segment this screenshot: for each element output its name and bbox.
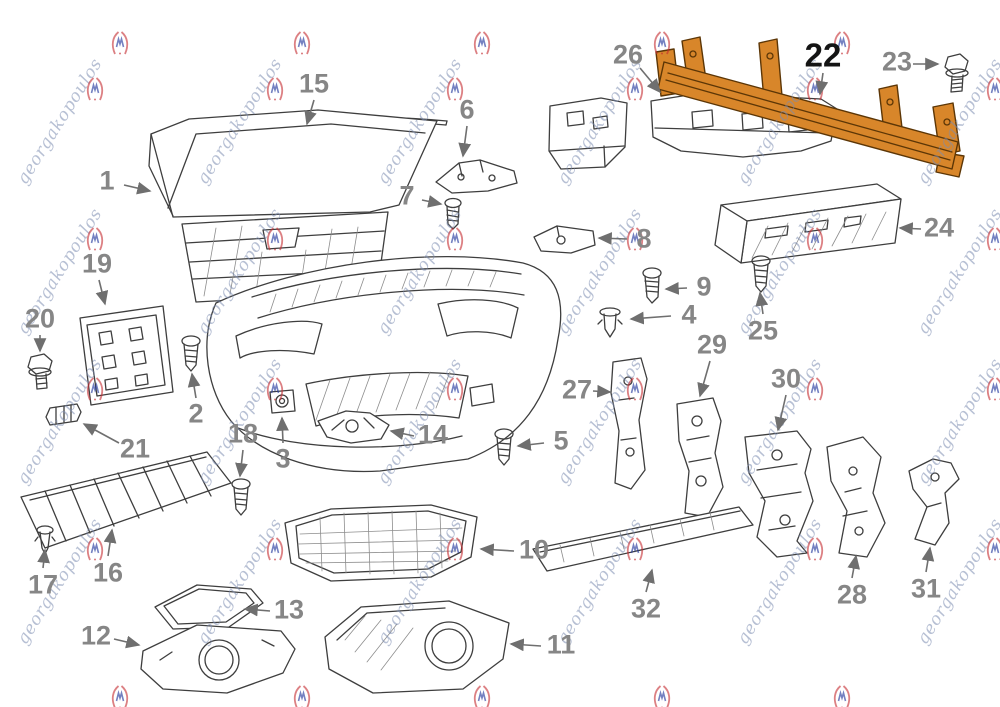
part-label-5: 5 [553, 425, 569, 456]
part-arrow-16 [103, 528, 117, 557]
part-arrow-4 [629, 311, 672, 325]
part-11-drawing [324, 600, 510, 694]
part-29-drawing [676, 397, 724, 518]
part-label-20: 20 [24, 303, 56, 334]
part-31-drawing [908, 458, 960, 546]
part-label-15: 15 [298, 68, 330, 99]
part-22-drawing [655, 36, 965, 178]
part-label-2: 2 [188, 398, 204, 429]
part-label-7: 7 [399, 180, 415, 211]
part-arrow-14 [389, 427, 415, 440]
part-arrow-3 [276, 416, 289, 444]
part-label-28: 28 [836, 579, 868, 610]
part-label-26: 26 [612, 39, 644, 70]
part-28-drawing [826, 436, 886, 558]
part-2-drawing [181, 335, 201, 372]
part-arrow-5 [516, 438, 545, 451]
part-label-22: 22 [804, 36, 842, 74]
part-arrow-32 [642, 568, 655, 593]
part-label-29: 29 [696, 329, 728, 360]
part-arrow-9 [664, 281, 688, 295]
part-label-16: 16 [92, 557, 124, 588]
part-label-32: 32 [630, 593, 662, 624]
part-label-17: 17 [27, 569, 59, 600]
part-8-drawing [533, 225, 596, 254]
part-21-drawing [45, 403, 82, 426]
part-arrow-18 [235, 449, 248, 478]
part-arrow-13 [243, 603, 271, 617]
part-label-24: 24 [923, 212, 955, 243]
part-arrow-1 [123, 181, 152, 195]
part-arrow-30 [774, 394, 788, 432]
part-arrow-25 [755, 291, 769, 315]
part-label-25: 25 [747, 315, 779, 346]
part-arrow-29 [697, 360, 711, 398]
part-4-drawing [597, 307, 623, 338]
part-12-drawing [140, 624, 296, 694]
part-label-19: 19 [81, 248, 113, 279]
part-arrow-31 [921, 546, 935, 573]
part-arrow-24 [898, 222, 922, 236]
part-label-30: 30 [770, 363, 802, 394]
part-arrow-8 [597, 232, 628, 245]
part-arrow-11 [509, 638, 542, 652]
part-arrow-17 [37, 548, 50, 569]
part-arrow-28 [847, 554, 861, 579]
part-7-drawing [444, 197, 462, 230]
part-14-drawing [317, 410, 390, 444]
part-label-18: 18 [227, 418, 259, 449]
part-arrow-7 [421, 195, 443, 208]
part-arrow-21 [82, 423, 120, 444]
part-9-drawing [642, 267, 662, 304]
part-13-drawing [154, 584, 264, 630]
part-6-drawing [435, 159, 518, 194]
part-arrow-15 [304, 99, 317, 126]
part-30-drawing [744, 430, 814, 558]
part-label-31: 31 [910, 573, 942, 604]
part-25-drawing [751, 255, 771, 293]
part-label-9: 9 [696, 271, 712, 302]
part-label-13: 13 [273, 594, 305, 625]
part-19-drawing [79, 305, 174, 406]
part-10-drawing [284, 504, 478, 582]
part-label-1: 1 [99, 165, 115, 196]
part-5-drawing [494, 428, 514, 466]
part-label-14: 14 [417, 419, 449, 450]
part-label-10: 10 [518, 534, 550, 565]
part-label-6: 6 [459, 94, 475, 125]
part-label-4: 4 [681, 299, 697, 330]
part-arrow-6 [458, 125, 472, 158]
part-arrow-10 [479, 543, 515, 557]
part-label-12: 12 [80, 620, 112, 651]
part-label-11: 11 [546, 629, 576, 660]
part-20-drawing [27, 353, 53, 390]
part-label-23: 23 [881, 46, 913, 77]
part-arrow-26 [639, 67, 662, 94]
part-arrow-19 [95, 279, 109, 306]
part-arrow-27 [592, 384, 612, 398]
part-label-8: 8 [636, 223, 652, 254]
part-23-drawing [944, 53, 969, 93]
part-label-27: 27 [561, 374, 593, 405]
part-label-3: 3 [275, 443, 291, 474]
part-arrow-2 [187, 372, 201, 399]
part-arrow-12 [113, 635, 141, 649]
bumper-cover-drawing [206, 255, 562, 473]
part-label-21: 21 [119, 433, 151, 464]
part-18-drawing [231, 478, 251, 516]
